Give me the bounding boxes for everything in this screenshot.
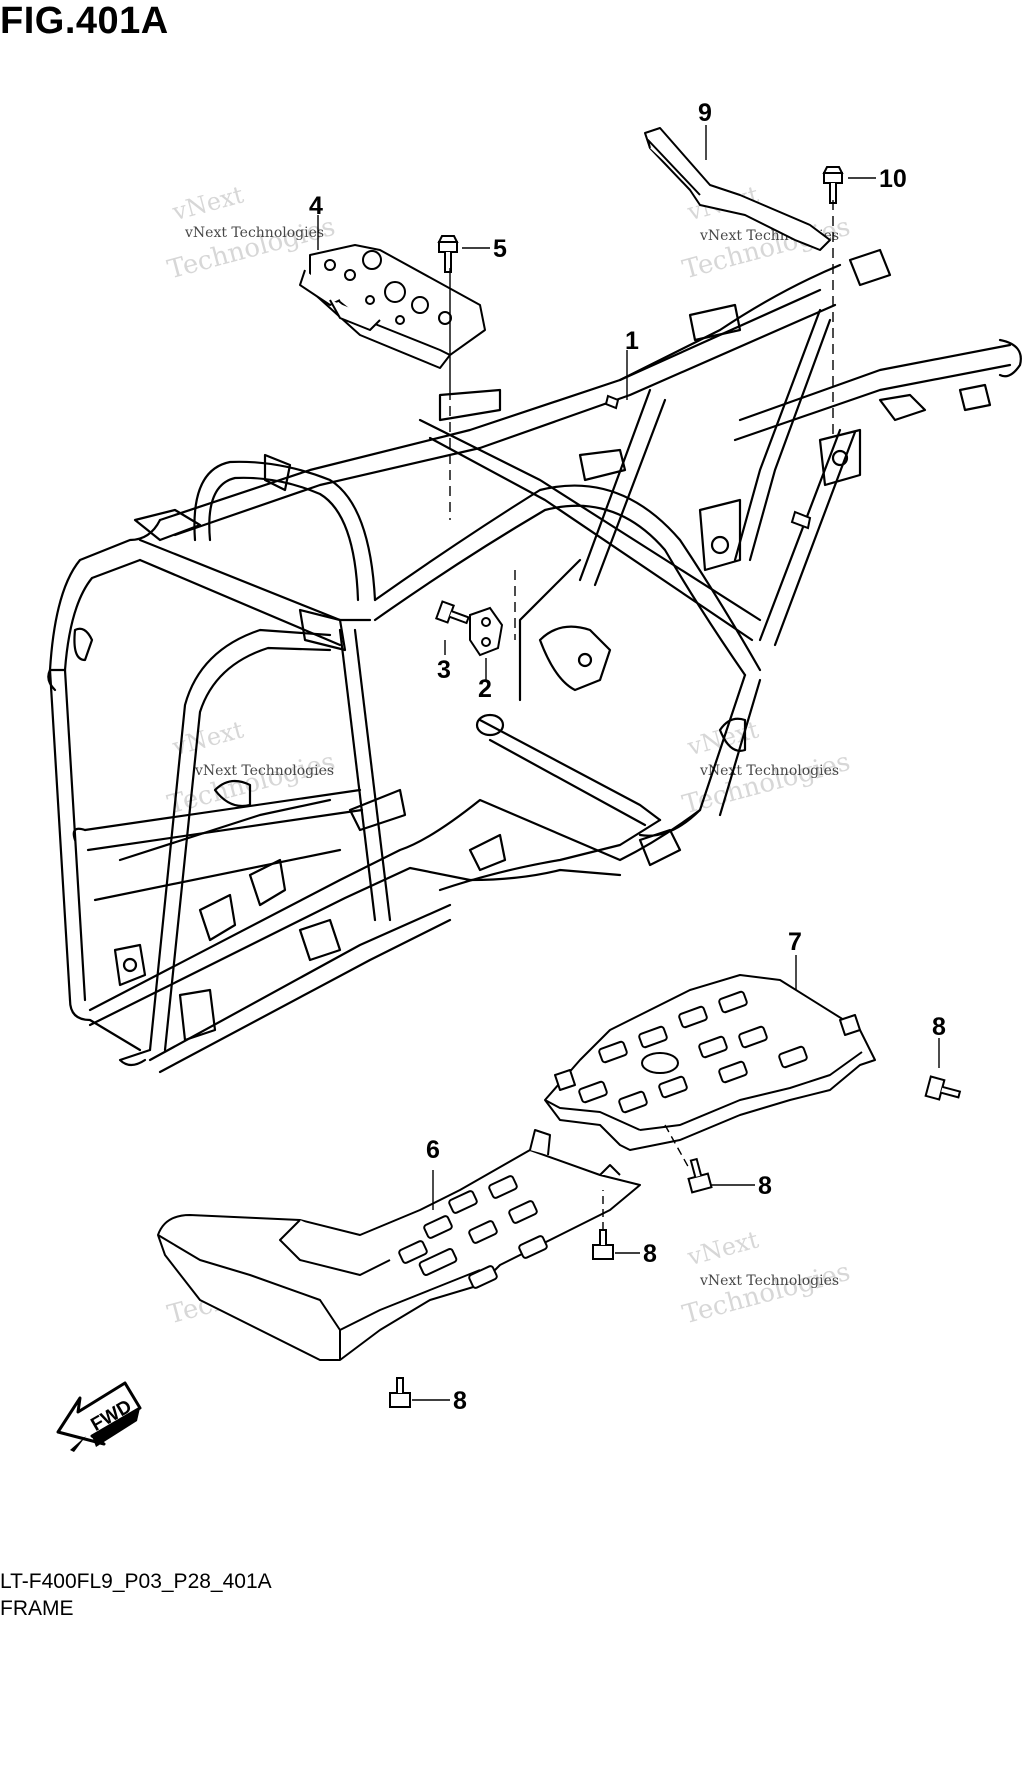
callout-10: 10 bbox=[879, 165, 907, 193]
skid-plate-front bbox=[157, 1129, 641, 1361]
main-frame bbox=[47, 248, 1022, 1074]
bolt-5 bbox=[437, 235, 459, 273]
small-bracket bbox=[469, 606, 504, 657]
watermark-large-11: vNext bbox=[684, 1225, 762, 1271]
callout-5: 5 bbox=[493, 235, 507, 263]
bolt-3 bbox=[435, 600, 470, 625]
watermark-small-3: vNext Technologies bbox=[194, 763, 334, 779]
callout-labels: 1 2 3 4 5 6 7 8 8 8 8 9 10 bbox=[309, 99, 946, 1415]
watermark-group: vNext Technologies vNext Technologies vN… bbox=[164, 180, 853, 1330]
callout-8-c: 8 bbox=[643, 1240, 657, 1268]
skid-plate-rear bbox=[544, 974, 876, 1151]
watermark-small-4: vNext Technologies bbox=[699, 763, 839, 779]
figure-title: FIG.401A bbox=[0, 0, 169, 42]
watermark-6: vNext Technologies vNext Technologies bbox=[679, 1225, 853, 1330]
watermark-small-1: vNext Technologies bbox=[184, 225, 324, 241]
watermark-large-1: vNext bbox=[169, 180, 247, 226]
figure-name: FRAME bbox=[0, 1597, 74, 1620]
callout-6: 6 bbox=[426, 1136, 440, 1164]
watermark-large-8: Technologies bbox=[679, 747, 853, 821]
seat-bracket bbox=[299, 244, 486, 369]
bolt-8-a bbox=[924, 1075, 962, 1101]
callout-1: 1 bbox=[625, 327, 639, 355]
callout-8-d: 8 bbox=[453, 1387, 467, 1415]
callout-2: 2 bbox=[478, 675, 492, 703]
callout-3: 3 bbox=[437, 656, 451, 684]
callout-8-a: 8 bbox=[932, 1013, 946, 1041]
watermark-small-6: vNext Technologies bbox=[699, 1273, 839, 1289]
leader-lines bbox=[317, 125, 940, 1401]
fwd-arrow-shadow bbox=[92, 1408, 140, 1447]
fwd-arrow: FWD bbox=[56, 1381, 142, 1452]
top-bracket bbox=[644, 127, 831, 251]
callout-4: 4 bbox=[309, 192, 323, 220]
bolt-8-c bbox=[592, 1229, 614, 1260]
callout-8-b: 8 bbox=[758, 1172, 772, 1200]
bolt-10 bbox=[822, 166, 844, 204]
bolt-8-d bbox=[389, 1377, 411, 1408]
watermark-4: vNext Technologies vNext Technologies bbox=[679, 715, 853, 820]
figure-code: LT-F400FL9_P03_P28_401A bbox=[0, 1570, 272, 1593]
bolts bbox=[389, 166, 962, 1408]
callout-7: 7 bbox=[788, 928, 802, 956]
bolt-8-b bbox=[687, 1157, 713, 1194]
callout-9: 9 bbox=[698, 99, 712, 127]
watermark-large-12: Technologies bbox=[679, 1257, 853, 1331]
